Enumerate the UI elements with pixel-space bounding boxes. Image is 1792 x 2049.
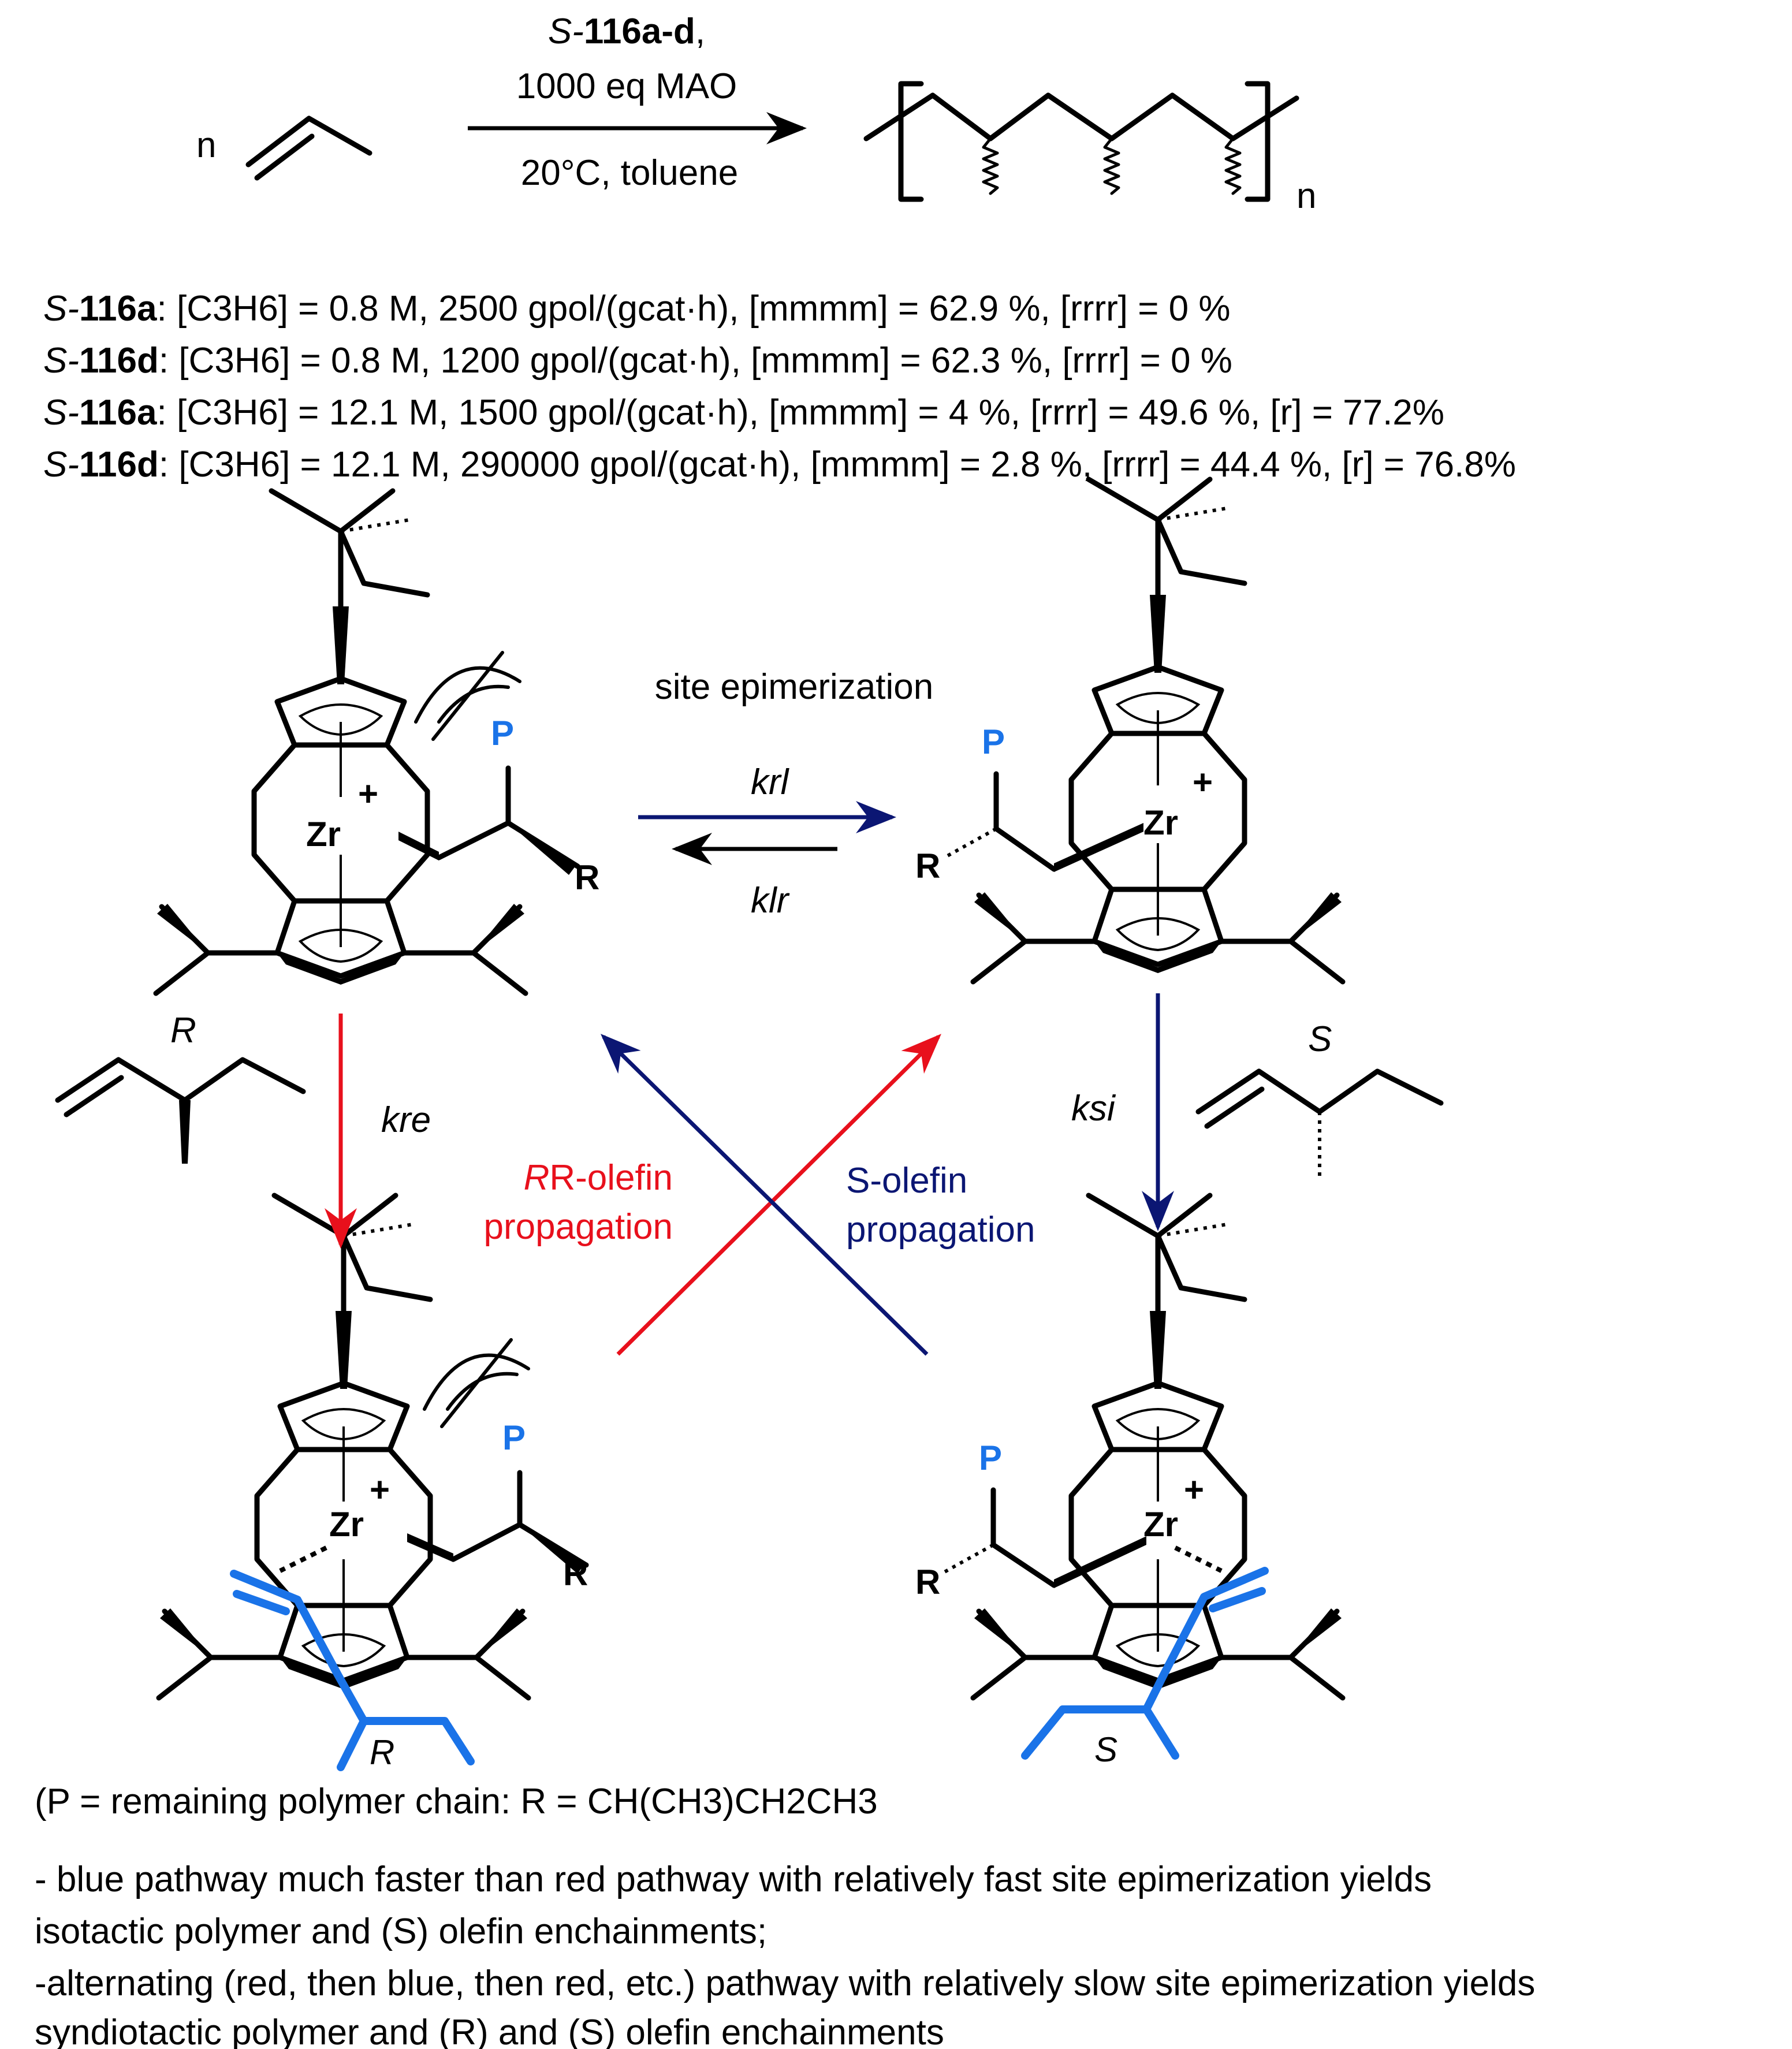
r-propagation-label: propagation [484, 1207, 673, 1247]
s-olefin-label: S-olefin [846, 1161, 967, 1201]
note-line-2: isotactic polymer and (S) olefin enchain… [35, 1912, 767, 1951]
conditions: 20°C, toluene [521, 153, 738, 193]
s-propagation-label: propagation [846, 1210, 1035, 1250]
zr-charge: + [370, 1470, 390, 1509]
catalyst-bottom-right: Zr + P R S [915, 1195, 1343, 1769]
catalyst-top-left: Zr + P R [156, 491, 599, 993]
polymer-n: n [1297, 176, 1316, 216]
k-re-label: kre [381, 1100, 431, 1140]
chain-s-label: S [1094, 1730, 1117, 1769]
re-propagation-arrow: kre [325, 1014, 431, 1249]
p-label: P [502, 1418, 526, 1457]
zr-label: Zr [1143, 803, 1178, 842]
p-label: P [491, 714, 514, 752]
k-lr-label: klr [751, 881, 790, 921]
note-line-3: -alternating (red, then blue, then red, … [35, 1964, 1535, 2003]
r-label: R [575, 858, 599, 897]
reaction-arrow: S-116a-d, 1000 eq MAO 20°C, toluene [468, 12, 807, 193]
result-line-1: S-116a: [C3H6] = 0.8 M, 2500 gpol/(gcat·… [43, 289, 1230, 329]
zr-label: Zr [1143, 1505, 1178, 1544]
zr-charge: + [1193, 763, 1213, 802]
crossing-arrows: RR-olefin propagation S-olefin propagati… [484, 1034, 1035, 1356]
footnotes: (P = remaining polymer chain: R = CH(CH3… [35, 1782, 1535, 2049]
s-olefin-structure: S [1195, 1019, 1444, 1178]
p-label: P [982, 722, 1005, 761]
zr-label: Zr [329, 1505, 364, 1544]
si-propagation-arrow: ksi [1071, 993, 1174, 1231]
r-label: R [915, 1563, 940, 1601]
k-si-label: ksi [1071, 1089, 1116, 1128]
site-epimerization-label: site epimerization [655, 667, 933, 707]
p-label: P [979, 1439, 1002, 1477]
zr-charge: + [1184, 1470, 1204, 1509]
propylene-monomer: n [196, 116, 372, 181]
catalyst-bottom-left: Zr + P R R [159, 1195, 589, 1772]
result-line-4: S-116d: [C3H6] = 12.1 M, 290000 gpol/(gc… [43, 445, 1516, 485]
footnote-definition: (P = remaining polymer chain: R = CH(CH3… [35, 1782, 878, 1821]
olefin-s-label: S [1308, 1019, 1332, 1059]
reagent-line2: 1000 eq MAO [516, 66, 737, 106]
monomer-n: n [196, 125, 216, 165]
catalyst-top-right: Zr + P R [915, 479, 1343, 982]
reagent-line1: S-116a-d, [548, 12, 705, 51]
r-olefin-structure: R [55, 1011, 306, 1164]
polypropylene-product: n [863, 81, 1316, 216]
note-line-4: syndiotactic polymer and (R) and (S) ole… [35, 2013, 944, 2049]
olefin-r-label: R [170, 1011, 196, 1050]
results-list: S-116a: [C3H6] = 0.8 M, 2500 gpol/(gcat·… [43, 289, 1516, 485]
r-label: R [563, 1554, 588, 1593]
r-label: R [915, 847, 940, 885]
zr-charge: + [358, 774, 378, 813]
result-line-3: S-116a: [C3H6] = 12.1 M, 1500 gpol/(gcat… [43, 393, 1444, 433]
k-rl-label: krl [751, 762, 790, 802]
chain-r-label: R [370, 1733, 394, 1772]
zr-label: Zr [306, 815, 341, 854]
result-line-2: S-116d: [C3H6] = 0.8 M, 1200 gpol/(gcat·… [43, 341, 1232, 381]
site-epimerization: site epimerization krl klr [638, 667, 933, 921]
r-olefin-label: RR-olefin [524, 1158, 673, 1198]
note-line-1: - blue pathway much faster than red path… [35, 1860, 1432, 1899]
